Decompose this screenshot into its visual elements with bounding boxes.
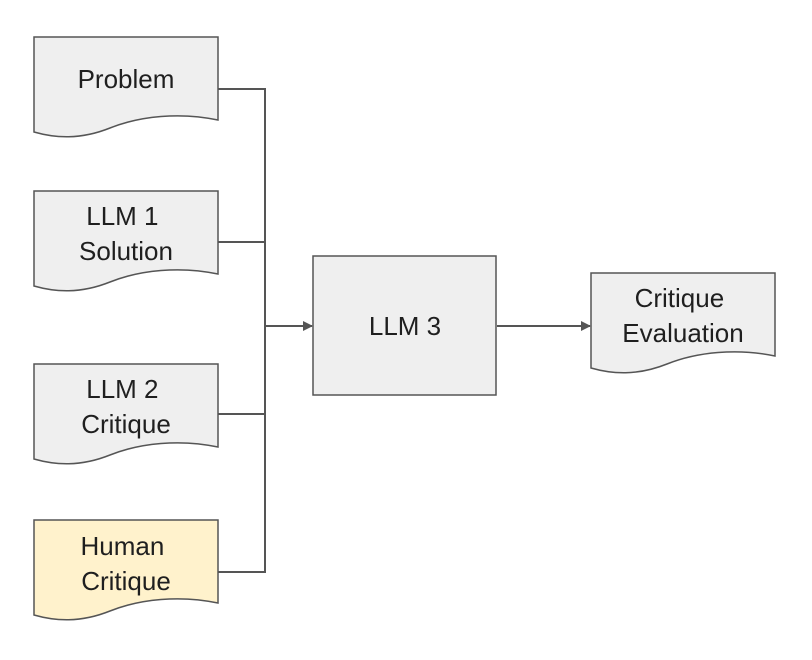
svg-text:LLM 2 Critique: LLM 2 Critique: [81, 374, 171, 439]
document-shape: [590, 272, 776, 374]
document-label-line: LLM 1: [86, 201, 158, 231]
document-shape: [33, 363, 219, 465]
svg-text:LLM 1 Solution: LLM 1 Solution: [79, 201, 173, 266]
connector-human: [218, 326, 266, 573]
document-label-line: Human: [80, 531, 164, 561]
svg-text:Human Critique: Human Critique: [80, 531, 171, 596]
document-label-line: Critique: [635, 283, 725, 313]
document-human-critique: Human Critique: [33, 519, 219, 621]
document-problem: Problem: [33, 36, 219, 138]
document-shape: [33, 190, 219, 292]
document-label-line: LLM 2: [86, 374, 158, 404]
process-box: [312, 255, 497, 396]
document-label-line: Problem: [78, 64, 175, 94]
document-shape: [33, 36, 219, 138]
document-label-line: Critique: [81, 409, 171, 439]
document-label-line: Solution: [79, 236, 173, 266]
process-label: LLM 3: [369, 311, 441, 341]
svg-text:Problem: Problem: [78, 64, 175, 94]
document-llm2-critique: LLM 2 Critique: [33, 363, 219, 465]
document-label-line: Evaluation: [622, 318, 743, 348]
svg-text:Critique Evaluation: Critique Evaluation: [622, 283, 743, 348]
process-llm3: LLM 3: [312, 255, 497, 396]
document-shape: [33, 519, 219, 621]
document-label-line: Critique: [81, 566, 171, 596]
document-critique-evaluation: Critique Evaluation: [590, 272, 776, 374]
merge-connectors: [218, 88, 313, 573]
document-llm1-solution: LLM 1 Solution: [33, 190, 219, 292]
connector-problem: [218, 88, 266, 326]
